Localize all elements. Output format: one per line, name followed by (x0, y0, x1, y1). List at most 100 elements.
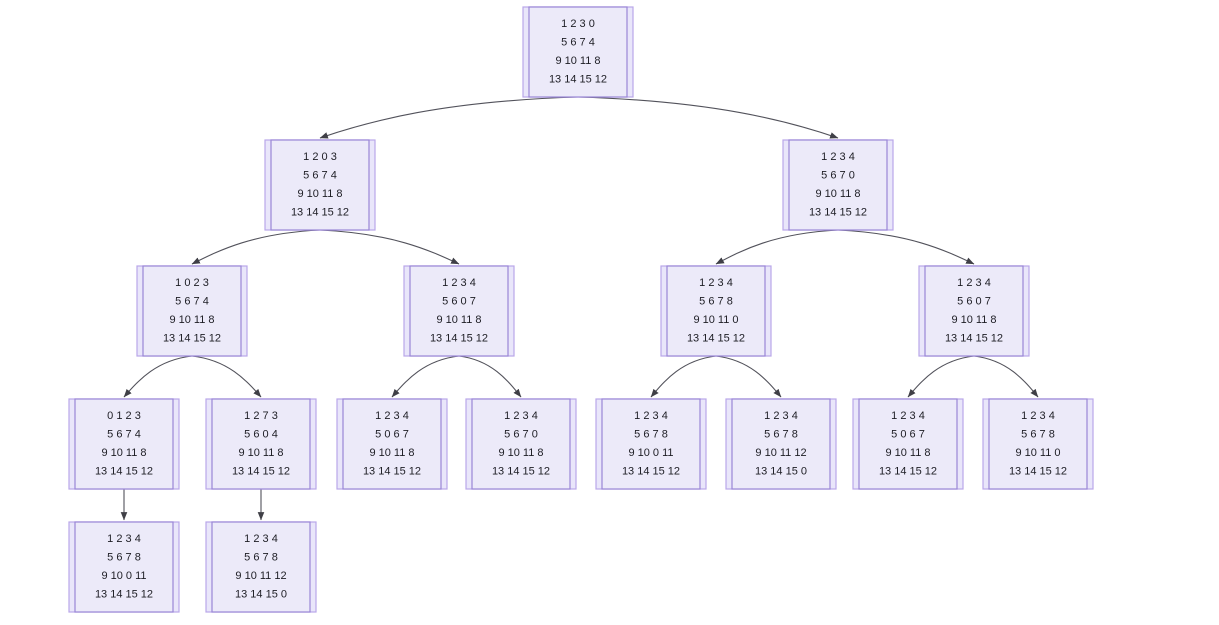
node-row: 1 0 2 3 (175, 277, 209, 289)
tree-node: 1 2 3 45 6 0 79 10 11 813 14 15 12 (918, 265, 1030, 357)
node-box (788, 139, 888, 231)
node-box (74, 521, 174, 613)
tree-edge (907, 355, 975, 398)
node-box (924, 265, 1024, 357)
node-row: 9 10 11 8 (238, 447, 283, 459)
node-row: 13 14 15 12 (549, 74, 607, 86)
node-row: 13 14 15 12 (687, 333, 745, 345)
node-row: 9 10 11 8 (297, 188, 342, 200)
node-row: 1 2 3 4 (634, 410, 668, 422)
tree-edge (123, 355, 193, 398)
nodes-layer: 1 2 3 05 6 7 49 10 11 813 14 15 121 2 0 … (68, 6, 1094, 613)
node-row: 13 14 15 12 (622, 466, 680, 478)
tree-edge (973, 355, 1039, 398)
tree-node: 1 2 0 3 5 6 7 4 9 10 11 8 13 14 15 12 (264, 139, 376, 231)
node-row: 1 2 3 4 (891, 410, 925, 422)
node-row: 5 0 6 7 (375, 429, 409, 441)
node-row: 9 10 11 8 (436, 314, 481, 326)
node-row: 1 2 3 4 (442, 277, 476, 289)
node-row: 9 10 0 11 (628, 447, 673, 459)
node-row: 9 10 11 8 (101, 447, 146, 459)
tree-node: 1 2 3 4 5 6 7 8 9 10 0 11 13 14 15 12 (68, 521, 180, 613)
node-row: 13 14 15 12 (809, 207, 867, 219)
tree-edge (458, 355, 522, 398)
node-row: 9 10 0 11 (101, 570, 146, 582)
node-row: 13 14 15 0 (235, 589, 287, 601)
node-row: 5 6 0 7 (442, 296, 476, 308)
node-row: 5 6 0 4 (244, 429, 278, 441)
tree-node: 1 2 3 4 5 6 7 8 9 10 0 11 13 14 15 12 (595, 398, 707, 490)
node-box (142, 265, 242, 357)
node-row: 13 14 15 0 (755, 466, 807, 478)
node-row: 13 14 15 12 (430, 333, 488, 345)
node-row: 9 10 11 8 (815, 188, 860, 200)
tree-edge (715, 229, 839, 265)
tree-edge (577, 96, 839, 139)
node-row: 13 14 15 12 (163, 333, 221, 345)
node-box (858, 398, 958, 490)
node-row: 13 14 15 12 (363, 466, 421, 478)
node-box (988, 398, 1088, 490)
node-row: 0 1 2 3 (107, 410, 141, 422)
node-row: 1 2 3 4 (107, 533, 141, 545)
node-row: 1 2 0 3 (303, 151, 337, 163)
tree-edge (319, 229, 460, 265)
node-row: 5 6 7 8 (1021, 429, 1055, 441)
tree-node: 0 1 2 3 5 6 7 4 9 10 11 8 13 14 15 12 (68, 398, 180, 490)
node-box (601, 398, 701, 490)
tree-edge (837, 229, 975, 265)
node-row: 1 2 3 4 (1021, 410, 1055, 422)
tree-node: 1 2 3 4 5 6 0 7 9 10 11 8 13 14 15 12 (403, 265, 515, 357)
tree-node: 1 2 3 45 6 7 89 10 11 013 14 15 12 (982, 398, 1094, 490)
node-row: 13 14 15 12 (879, 466, 937, 478)
tree-edge (391, 355, 460, 398)
node-box (74, 398, 174, 490)
node-box (342, 398, 442, 490)
node-row: 9 10 11 12 (235, 570, 286, 582)
node-row: 5 6 7 4 (561, 37, 595, 49)
node-row: 5 6 7 4 (175, 296, 209, 308)
node-row: 13 14 15 12 (95, 589, 153, 601)
tree-node: 1 2 3 45 6 7 09 10 11 813 14 15 12 (465, 398, 577, 490)
node-row: 5 6 7 8 (244, 552, 278, 564)
node-row: 5 0 6 7 (891, 429, 925, 441)
node-row: 5 6 7 4 (303, 170, 337, 182)
node-row: 9 10 11 8 (885, 447, 930, 459)
node-row: 9 10 11 0 (693, 314, 738, 326)
tree-node: 1 2 3 4 5 0 6 7 9 10 11 8 13 14 15 12 (852, 398, 964, 490)
tree-node: 1 2 3 45 6 7 89 10 11 013 14 15 12 (660, 265, 772, 357)
node-row: 9 10 11 8 (369, 447, 414, 459)
tree-node: 1 2 3 45 6 7 09 10 11 813 14 15 12 (782, 139, 894, 231)
edges-layer (120, 96, 1039, 521)
node-box (731, 398, 831, 490)
tree-edge (650, 355, 717, 398)
tree-edge (319, 96, 579, 139)
node-row: 1 2 3 0 (561, 18, 595, 30)
node-row: 9 10 11 8 (169, 314, 214, 326)
node-row: 9 10 11 8 (951, 314, 996, 326)
node-box (528, 6, 628, 98)
node-row: 1 2 3 4 (821, 151, 855, 163)
node-row: 5 6 7 8 (634, 429, 668, 441)
node-row: 1 2 3 4 (764, 410, 798, 422)
node-row: 5 6 7 8 (107, 552, 141, 564)
node-box (211, 521, 311, 613)
node-row: 13 14 15 12 (291, 207, 349, 219)
node-row: 9 10 11 12 (755, 447, 806, 459)
tree-node: 1 0 2 3 5 6 7 4 9 10 11 8 13 14 15 12 (136, 265, 248, 357)
node-box (666, 265, 766, 357)
node-row: 1 2 3 4 (699, 277, 733, 289)
node-row: 9 10 11 8 (498, 447, 543, 459)
node-row: 13 14 15 12 (95, 466, 153, 478)
node-row: 5 6 7 4 (107, 429, 141, 441)
tree-edge (715, 355, 782, 398)
node-box (270, 139, 370, 231)
tree-node: 1 2 7 35 6 0 49 10 11 813 14 15 12 (205, 398, 317, 490)
node-row: 13 14 15 12 (232, 466, 290, 478)
node-box (409, 265, 509, 357)
tree-edge (191, 229, 321, 265)
node-row: 9 10 11 0 (1015, 447, 1060, 459)
